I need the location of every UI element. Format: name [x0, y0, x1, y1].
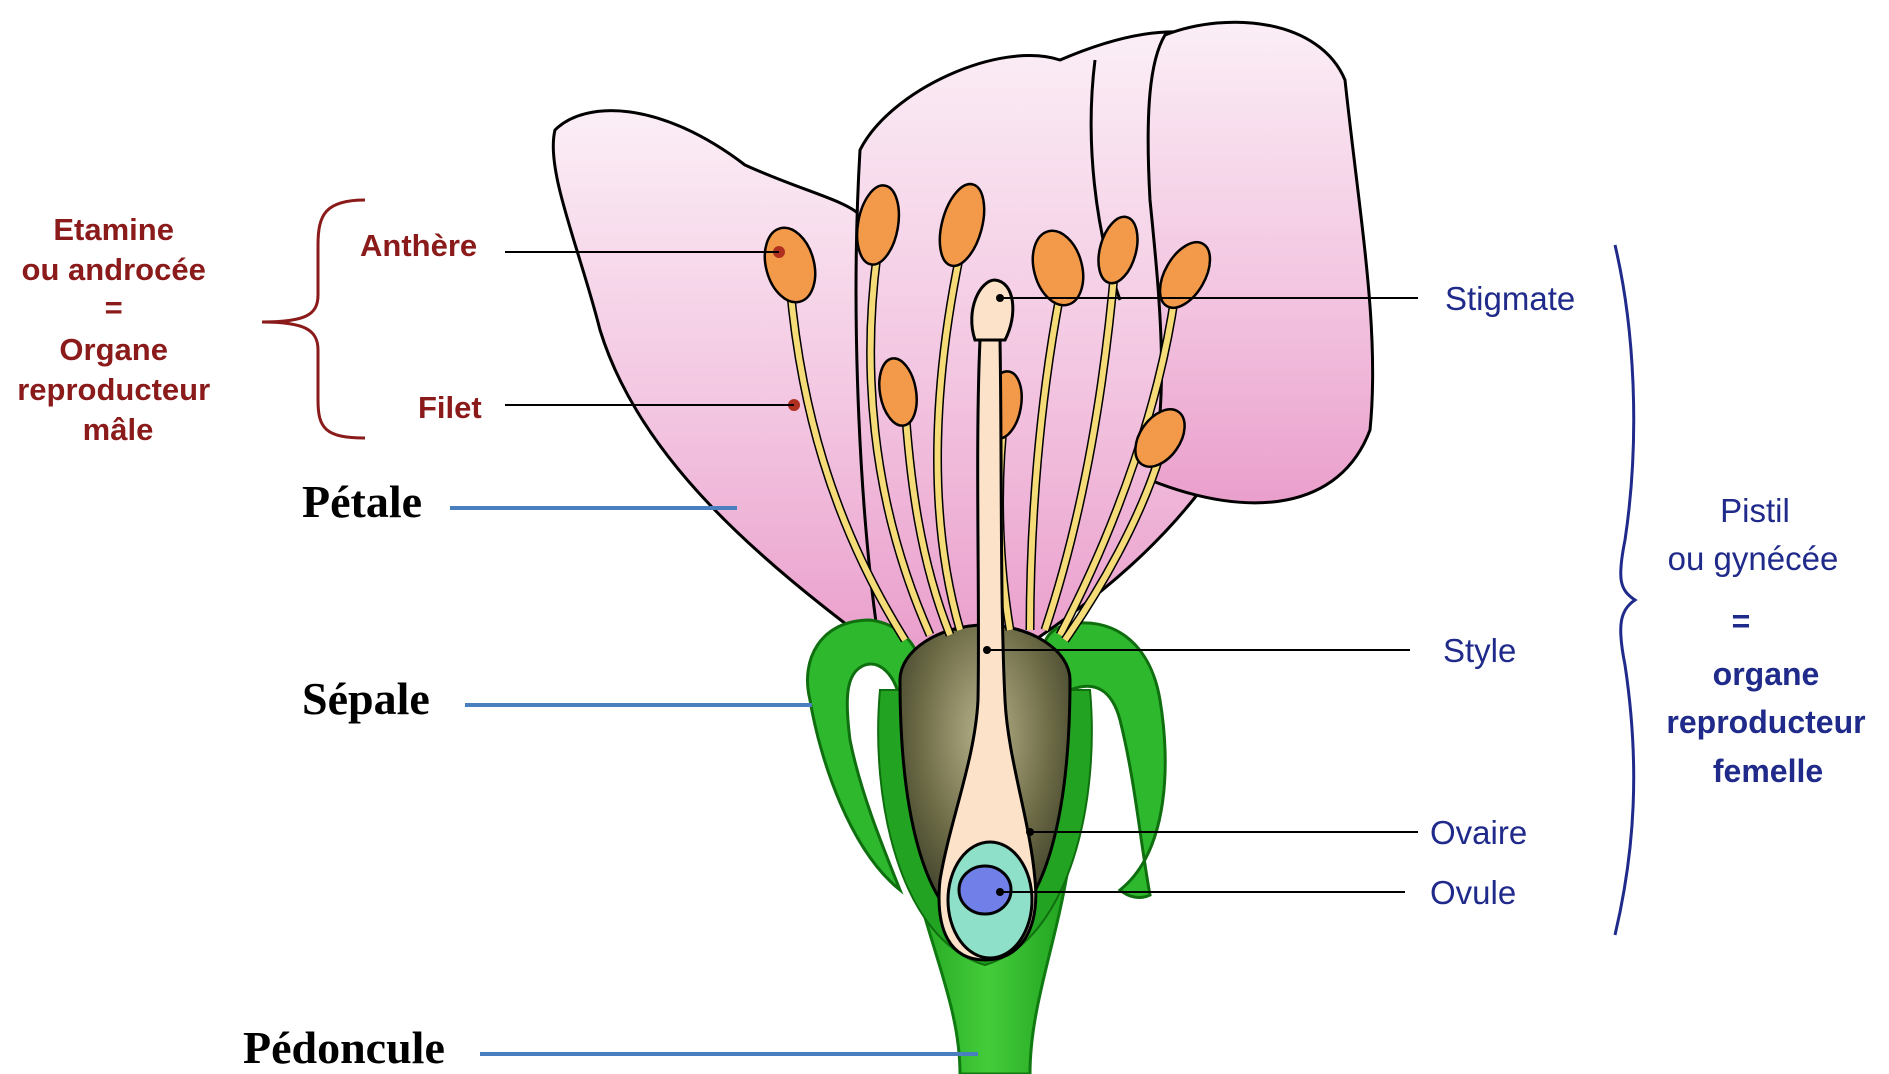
filament-label: Filet	[418, 390, 482, 425]
anther-label: Anthère	[360, 228, 477, 263]
ovary-label: Ovaire	[1430, 814, 1527, 851]
petals	[553, 22, 1372, 650]
female-heading: Pistil ou gynécée = organe reproducteur …	[1666, 492, 1869, 789]
style-label: Style	[1443, 632, 1516, 669]
peduncle-label: Pédoncule	[243, 1022, 445, 1073]
male-brace	[262, 200, 365, 438]
sepal-label: Sépale	[302, 673, 430, 724]
ovule-label: Ovule	[1430, 874, 1516, 911]
male-heading: Etamine ou androcée = Organe reproducteu…	[17, 212, 219, 447]
female-brace	[1615, 245, 1635, 935]
petal-label: Pétale	[302, 476, 422, 527]
stigma-label: Stigmate	[1445, 280, 1575, 317]
petal-left	[553, 111, 880, 650]
